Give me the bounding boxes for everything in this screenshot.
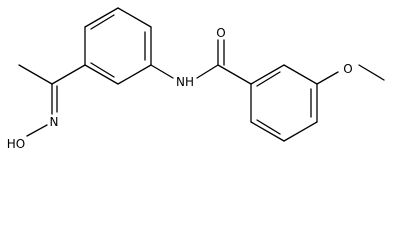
oxime-nitrogen-label: N	[50, 115, 59, 129]
bond	[217, 64, 252, 85]
bond	[283, 64, 318, 85]
carbonyl-oxygen-label: O	[216, 26, 225, 40]
right-benzene-ring	[250, 64, 318, 142]
amide-group	[150, 39, 252, 85]
aromatic-double-bond	[90, 14, 115, 30]
bond	[316, 71, 339, 85]
bond	[250, 64, 285, 85]
oxime-group	[18, 64, 86, 137]
bond	[250, 121, 285, 142]
bond	[150, 64, 174, 79]
bond	[117, 7, 152, 28]
aromatic-double-bond	[90, 62, 115, 78]
oxime-hydroxyl-label: HO	[7, 137, 25, 151]
ether-oxygen-label: O	[343, 62, 352, 76]
aromatic-double-bond	[256, 119, 281, 135]
bond	[283, 121, 318, 142]
bond	[358, 64, 385, 81]
bond	[196, 64, 219, 79]
amide-nh-label: NH	[176, 75, 194, 89]
structure-canvas: O NH O N HO	[6, 7, 385, 151]
no-bond	[26, 124, 48, 137]
bond	[84, 7, 119, 28]
left-benzene-ring	[84, 7, 152, 85]
bond	[84, 64, 119, 85]
bond	[117, 64, 152, 85]
molecule-structure: O NH O N HO	[7, 7, 385, 151]
aromatic-double-bond	[256, 71, 281, 87]
methyl-bond	[18, 64, 53, 85]
bond	[51, 64, 86, 85]
methoxy-group	[316, 64, 385, 85]
